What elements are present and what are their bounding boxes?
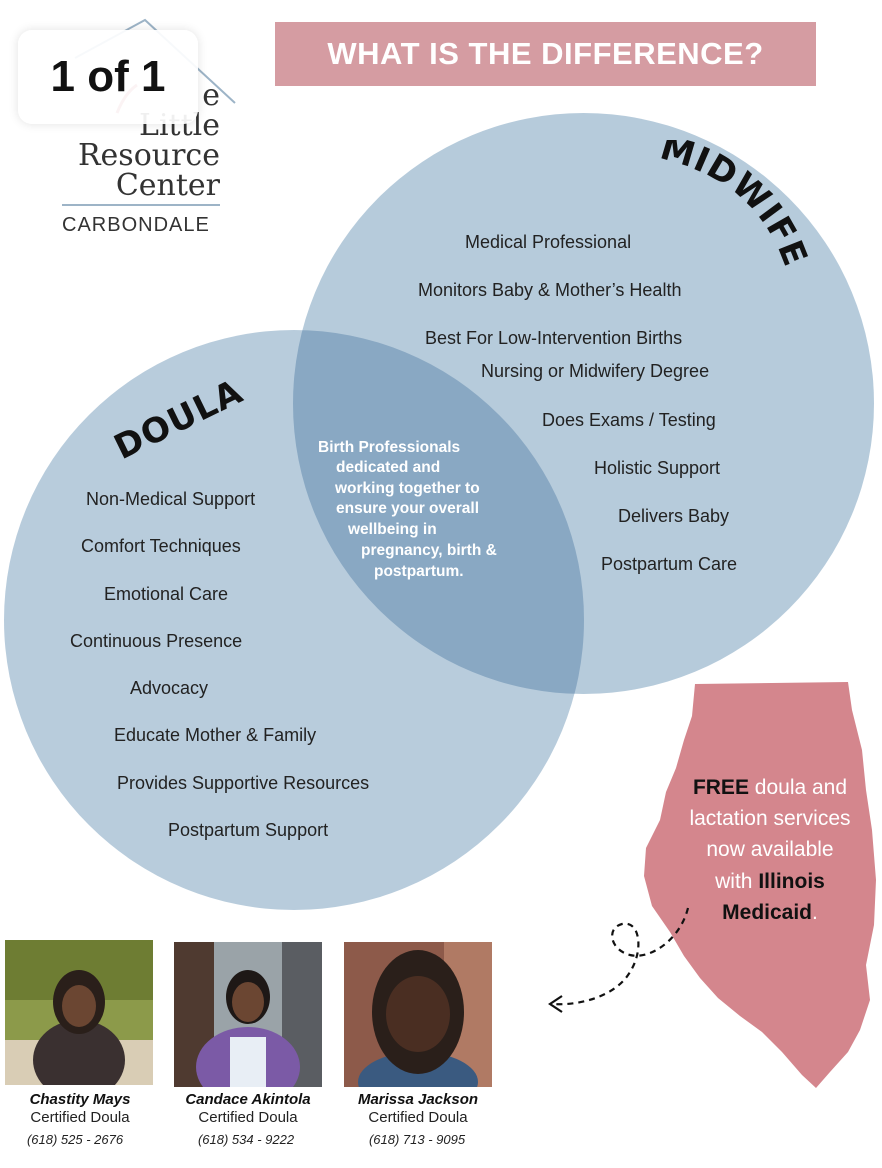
overlap-line: ensure your overall: [336, 500, 480, 517]
medicaid-period: .: [812, 901, 818, 924]
medicaid-line-2: lactation services: [689, 807, 851, 830]
medicaid-line-3: now available: [706, 838, 834, 861]
doula-name: Chastity Mays: [29, 1091, 131, 1108]
logo-line-3: Resource: [77, 138, 220, 173]
medicaid-word: Medicaid: [722, 901, 812, 924]
doula-phone: (618) 525 - 2676: [26, 1132, 124, 1147]
doula-photo: [344, 942, 492, 1087]
overlap-line: postpartum.: [374, 563, 464, 580]
svg-text:MIDWIFE: MIDWIFE: [656, 140, 815, 272]
medicaid-free: FREE: [692, 776, 749, 799]
illinois-map-icon: [644, 682, 876, 1088]
midwife-item: Delivers Baby: [618, 506, 730, 526]
doula-role: Certified Doula: [198, 1109, 298, 1126]
logo-city: CARBONDALE: [62, 214, 210, 236]
doula-item: Advocacy: [130, 678, 209, 698]
doula-phone: (618) 534 - 9222: [197, 1132, 295, 1147]
doula-item: Provides Supportive Resources: [117, 773, 370, 793]
doula-name: Marissa Jackson: [357, 1091, 479, 1108]
medicaid-illinois: Illinois: [758, 870, 825, 893]
doula-photo: [5, 940, 153, 1085]
doula-name: Candace Akintola: [185, 1091, 311, 1108]
doula-item: Educate Mother & Family: [114, 725, 317, 745]
medicaid-line-4: with Illinois: [662, 866, 878, 897]
doula-item: Postpartum Support: [168, 820, 329, 840]
midwife-item: Nursing or Midwifery Degree: [481, 361, 710, 381]
midwife-item: Holistic Support: [594, 458, 721, 478]
doula-photo: [174, 942, 322, 1087]
midwife-item: Does Exams / Testing: [542, 410, 716, 430]
page-title: WHAT IS THE DIFFERENCE?: [275, 22, 816, 86]
avatar: [344, 942, 492, 1087]
midwife-item: Monitors Baby & Mother’s Health: [418, 280, 682, 300]
overlap-line: working together to: [335, 480, 480, 497]
doula-role: Certified Doula: [368, 1109, 468, 1126]
doula-item: Emotional Care: [104, 584, 229, 604]
medicaid-text: with: [715, 870, 759, 893]
midwife-title-text: MIDWIFE: [656, 140, 814, 272]
avatar: [174, 942, 322, 1087]
logo-line-1: e: [202, 78, 220, 113]
doula-phone: (618) 713 - 9095: [368, 1132, 466, 1147]
logo: e Little Resource Center: [40, 70, 220, 250]
doula-item: Non-Medical Support: [86, 489, 256, 509]
doula-item: Continuous Presence: [70, 631, 243, 651]
medicaid-line-1: FREE doula and: [660, 772, 880, 803]
medicaid-line-5: Medicaid.: [662, 897, 878, 928]
logo-divider: [62, 204, 220, 206]
overlap-line: wellbeing in: [348, 521, 437, 538]
overlap-line: pregnancy, birth &: [361, 542, 497, 559]
midwife-item: Postpartum Care: [601, 554, 738, 574]
overlap-line: dedicated and: [336, 459, 441, 476]
midwife-title: MIDWIFE: [656, 140, 815, 272]
doula-role: Certified Doula: [30, 1109, 130, 1126]
midwife-item: Best For Low-Intervention Births: [425, 328, 683, 348]
page-counter-badge: 1 of 1: [18, 30, 198, 124]
medicaid-text: doula and: [748, 776, 848, 799]
midwife-item: Medical Professional: [465, 232, 632, 252]
logo-line-4: Center: [115, 168, 220, 203]
overlap-line: Birth Professionals: [318, 439, 461, 456]
dashed-arrow-icon: [548, 907, 690, 1013]
avatar: [5, 940, 153, 1085]
doula-item: Comfort Techniques: [81, 536, 241, 556]
